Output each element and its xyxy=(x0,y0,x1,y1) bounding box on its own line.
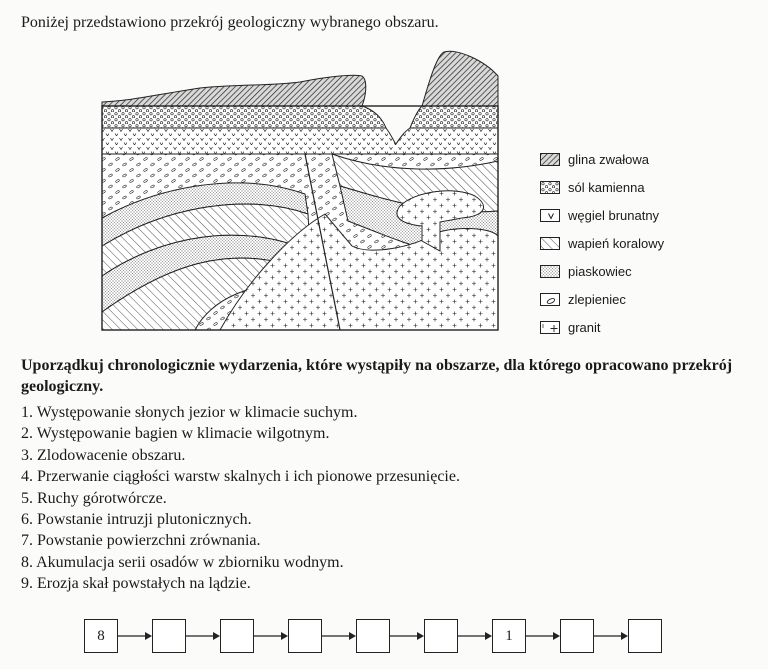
task-instruction: Uporządkuj chronologicznie wydarzenia, k… xyxy=(21,357,733,395)
list-item: 7. Powstanie powierzchni zrównania. xyxy=(21,532,261,550)
list-item: 4. Przerwanie ciągłości warstw skalnych … xyxy=(21,468,460,486)
wapien-swatch-icon xyxy=(540,236,560,250)
answer-chain: 8 1 xyxy=(84,619,662,653)
arrow-right-icon xyxy=(186,632,220,640)
geological-cross-section xyxy=(100,46,500,332)
answer-box-7[interactable]: 1 xyxy=(492,619,526,653)
legend-item-wegiel: węgiel brunatny xyxy=(540,201,664,229)
answer-box-6[interactable] xyxy=(424,619,458,653)
arrow-right-icon xyxy=(322,632,356,640)
section-frame xyxy=(101,105,499,331)
sol-swatch-icon xyxy=(540,180,560,194)
answer-box-8[interactable] xyxy=(560,619,594,653)
legend-item-zlepieniec: zlepieniec xyxy=(540,285,664,313)
list-item: 3. Zlodowacenie obszaru. xyxy=(21,446,186,464)
intro-text: Poniżej przedstawiono przekrój geologicz… xyxy=(21,14,439,31)
fault-line xyxy=(304,153,341,331)
arrow-right-icon xyxy=(254,632,288,640)
answer-box-9[interactable] xyxy=(628,619,662,653)
granit-swatch-icon xyxy=(540,320,560,334)
legend-item-sol: sól kamienna xyxy=(540,173,664,201)
wegiel-swatch-icon xyxy=(540,208,560,222)
answer-box-4[interactable] xyxy=(288,619,322,653)
legend-label: sól kamienna xyxy=(568,179,645,195)
legend-label: piaskowiec xyxy=(568,263,632,279)
list-item: 1. Występowanie słonych jezior w klimaci… xyxy=(21,404,358,421)
arrow-right-icon xyxy=(118,632,152,640)
answer-box-3[interactable] xyxy=(220,619,254,653)
legend-label: zlepieniec xyxy=(568,291,626,307)
layer-glina-right xyxy=(421,50,499,107)
layer-granit-dome xyxy=(396,190,485,252)
legend-item-piaskowiec: piaskowiec xyxy=(540,257,664,285)
legend-item-glina: glina zwałowa xyxy=(540,145,664,173)
answer-box-5[interactable] xyxy=(356,619,390,653)
legend-item-wapien: wapień koralowy xyxy=(540,229,664,257)
legend-label: wapień koralowy xyxy=(568,235,665,251)
list-item: 9. Erozja skał powstałych na lądzie. xyxy=(21,575,251,593)
layer-glina-left xyxy=(101,74,367,107)
arrow-right-icon xyxy=(594,632,628,640)
legend-label: granit xyxy=(568,319,601,335)
legend: glina zwałowa sól kamienna węgiel brunat… xyxy=(540,145,664,341)
legend-label: węgiel brunatny xyxy=(568,207,660,223)
arrow-right-icon xyxy=(526,632,560,640)
zlepieniec-swatch-icon xyxy=(540,292,560,306)
legend-item-granit: granit xyxy=(540,313,664,341)
list-item: 2. Występowanie bagien w klimacie wilgot… xyxy=(21,425,330,443)
answer-box-2[interactable] xyxy=(152,619,186,653)
event-list: 1. Występowanie słonych jezior w klimaci… xyxy=(21,402,460,595)
answer-box-1[interactable]: 8 xyxy=(84,619,118,653)
glina-swatch-icon xyxy=(540,152,560,166)
list-item: 6. Powstanie intruzji plutonicznych. xyxy=(21,510,252,528)
arrow-right-icon xyxy=(458,632,492,640)
layer-sol-right xyxy=(409,105,499,129)
legend-label: glina zwałowa xyxy=(568,151,649,167)
arrow-right-icon xyxy=(390,632,424,640)
list-item: 5. Ruchy górotwórcze. xyxy=(21,489,167,507)
layer-sol-left xyxy=(101,105,387,129)
layer-wegiel xyxy=(101,127,499,155)
piaskowiec-swatch-icon xyxy=(540,264,560,278)
list-item: 8. Akumulacja serii osadów w zbiorniku w… xyxy=(21,553,344,571)
